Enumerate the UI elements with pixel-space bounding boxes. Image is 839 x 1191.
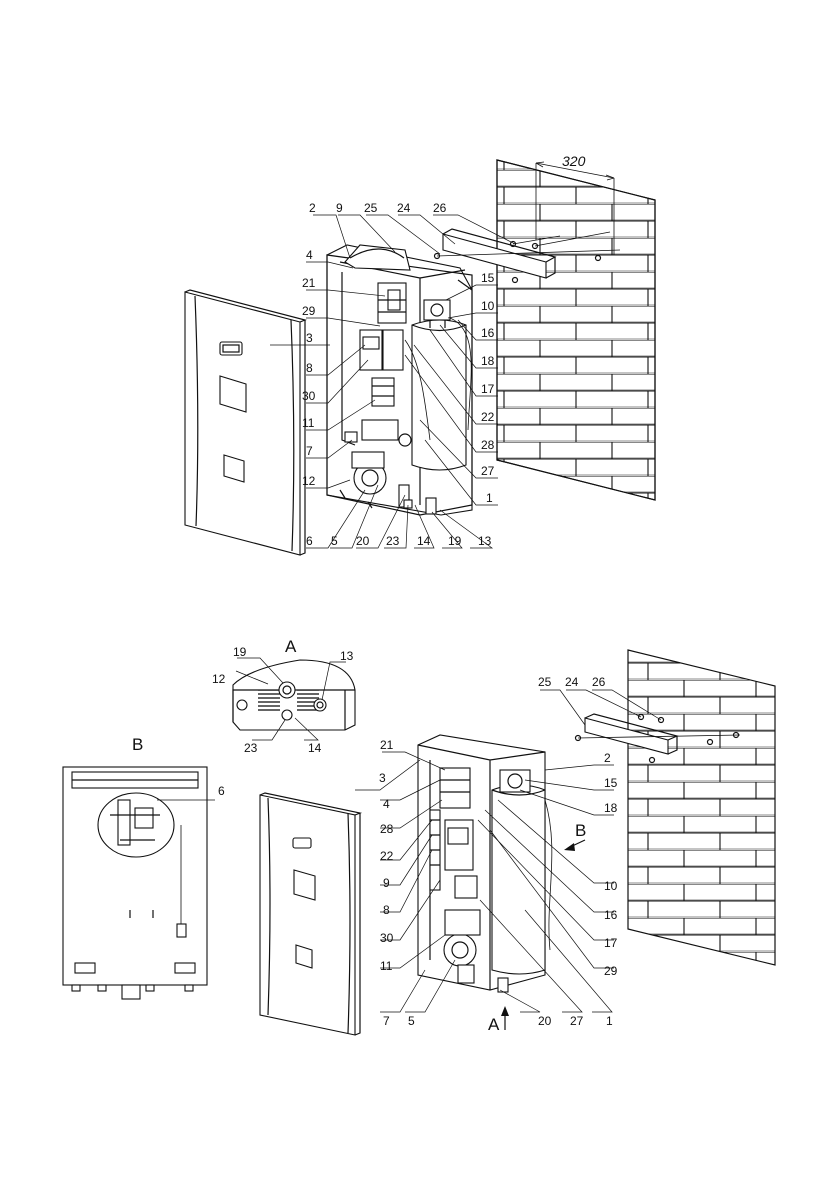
callout: 17 — [481, 382, 495, 396]
callout: 10 — [604, 879, 618, 893]
dimension-320: 320 — [535, 153, 615, 255]
callout: 3 — [306, 331, 313, 345]
callout: 2 — [309, 201, 316, 215]
dimension-label: 320 — [562, 153, 586, 169]
callout: 29 — [302, 304, 316, 318]
callout: 15 — [481, 271, 495, 285]
callout: 9 — [383, 876, 390, 890]
callouts-top: 2 9 25 24 26 4 21 29 3 8 30 11 7 12 6 5 … — [302, 201, 495, 548]
leader-lines-top — [270, 214, 516, 549]
view-a-title: A — [285, 637, 297, 656]
callout: 2 — [604, 751, 611, 765]
callout: 8 — [306, 361, 313, 375]
callout: 16 — [604, 908, 618, 922]
callout: 6 — [306, 534, 313, 548]
callout: 28 — [380, 822, 394, 836]
callout: 24 — [565, 675, 579, 689]
detail-a-underside: A 19 13 12 23 14 — [212, 637, 356, 755]
callout: 18 — [481, 354, 495, 368]
brick-wall-top — [496, 159, 656, 501]
callout: 12 — [302, 474, 316, 488]
detail-b-back-view: B 6 — [62, 735, 225, 1000]
view-b-title: B — [132, 735, 143, 754]
bottom-exploded-view: A 19 13 12 23 14 B — [62, 637, 776, 1036]
callout: 21 — [302, 276, 316, 290]
callout: 13 — [478, 534, 492, 548]
callout: 11 — [302, 416, 315, 430]
callout: 16 — [481, 326, 495, 340]
callout: 4 — [383, 797, 390, 811]
callout: 14 — [417, 534, 431, 548]
callout: 22 — [380, 849, 394, 863]
front-panel-bottom — [259, 792, 363, 1036]
callout: 6 — [218, 784, 225, 798]
brick-wall-bottom — [627, 649, 776, 966]
callout: 26 — [592, 675, 606, 689]
callout: 1 — [486, 491, 493, 505]
leader-lines-bottom — [355, 689, 662, 1013]
callout: 4 — [306, 248, 313, 262]
callout: 28 — [481, 438, 495, 452]
callout: 18 — [604, 801, 618, 815]
callout: 17 — [604, 936, 618, 950]
callout: 3 — [379, 771, 386, 785]
callout: 26 — [433, 201, 447, 215]
callout: 21 — [380, 738, 394, 752]
callout: 8 — [383, 903, 390, 917]
callout: 5 — [331, 534, 338, 548]
arrow-a-label: A — [488, 1015, 500, 1034]
wall-bracket-top — [433, 228, 621, 284]
callout: 25 — [538, 675, 552, 689]
callout: 23 — [244, 741, 258, 755]
callout: 30 — [302, 389, 316, 403]
callout: 29 — [604, 964, 618, 978]
callout: 24 — [397, 201, 411, 215]
callout: 13 — [340, 649, 354, 663]
callout: 1 — [606, 1014, 613, 1028]
callout: 11 — [380, 959, 393, 973]
callout: 25 — [364, 201, 378, 215]
callout: 23 — [386, 534, 400, 548]
callout: 20 — [538, 1014, 552, 1028]
callout: 27 — [481, 464, 495, 478]
callout: 19 — [233, 645, 247, 659]
callout: 22 — [481, 410, 495, 424]
callout: 27 — [570, 1014, 584, 1028]
top-exploded-view: 3 20 — [184, 153, 656, 556]
front-panel-top — [184, 289, 307, 556]
callout: 15 — [604, 776, 618, 790]
callouts-bottom: 25 24 26 21 2 3 4 15 28 18 22 9 10 8 16 … — [379, 675, 618, 1028]
boiler-body-bottom — [417, 734, 553, 993]
view-arrows: A B — [488, 821, 586, 1034]
callout: 19 — [448, 534, 462, 548]
callout: 30 — [380, 931, 394, 945]
callout: 20 — [356, 534, 370, 548]
callout: 14 — [308, 741, 322, 755]
wall-bracket-bottom — [574, 713, 741, 764]
callout: 12 — [212, 672, 226, 686]
callout: 10 — [481, 299, 495, 313]
callout: 7 — [383, 1014, 390, 1028]
boiler-body-top — [326, 244, 473, 516]
callout: 7 — [306, 444, 313, 458]
callout: 5 — [408, 1014, 415, 1028]
arrow-b-label: B — [575, 821, 586, 840]
callout: 9 — [336, 201, 343, 215]
